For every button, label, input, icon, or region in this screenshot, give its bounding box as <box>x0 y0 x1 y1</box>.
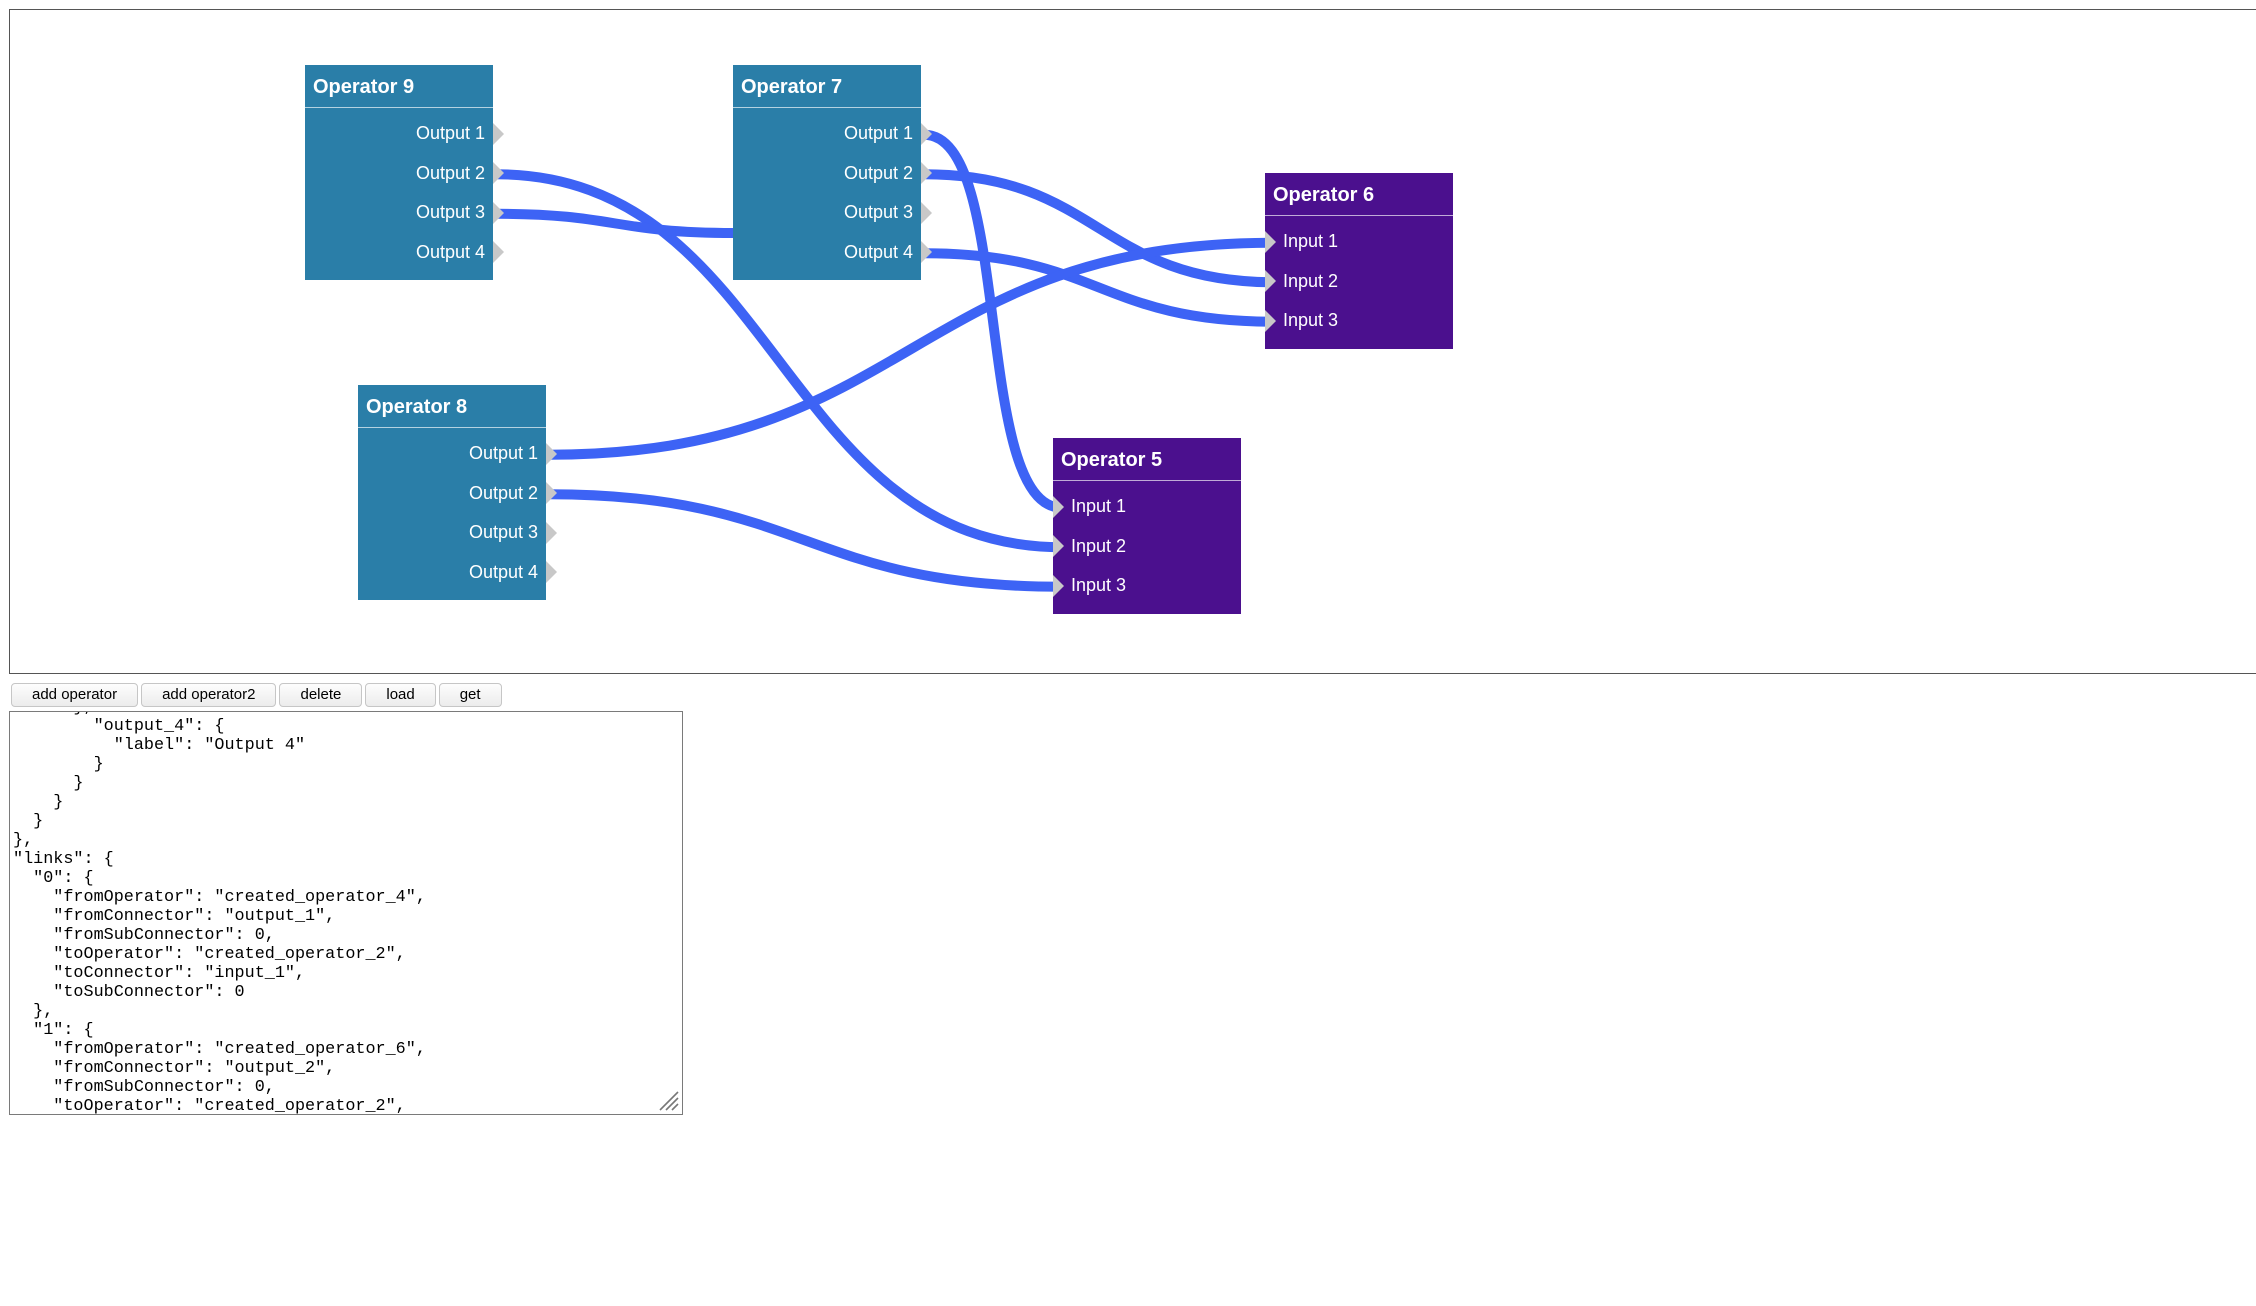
connector-label: Output 1 <box>843 123 913 143</box>
connector-arrow-icon[interactable] <box>493 162 504 185</box>
connector-label: Output 4 <box>415 241 485 262</box>
output-connector-2[interactable]: Output 2 <box>305 154 504 194</box>
connector-arrow-icon[interactable] <box>546 561 557 584</box>
output-connector-1[interactable]: Output 1 <box>733 114 932 154</box>
connector-label: Input 3 <box>1071 575 1127 595</box>
link-2[interactable] <box>923 129 1063 513</box>
input-connector-3[interactable]: Input 3 <box>1053 566 1241 606</box>
delete-button[interactable]: delete <box>279 683 363 707</box>
connector-arrow-icon[interactable] <box>1265 230 1276 253</box>
output-connector-3[interactable]: Output 3 <box>733 193 932 233</box>
connector-label: Input 1 <box>1071 496 1127 516</box>
connector-arrow-icon[interactable] <box>546 442 557 465</box>
link-3[interactable] <box>923 169 1275 288</box>
operator-op6[interactable]: Operator 6 Input 1 Input 2 Input 3 <box>1265 173 1453 349</box>
json-text: }, "output_4": { "label": "Output 4" } }… <box>13 712 426 1115</box>
inputs-list: Input 1 Input 2 Input 3 <box>1053 481 1241 606</box>
resize-grip-icon[interactable] <box>656 1088 680 1112</box>
output-connector-4[interactable]: Output 4 <box>305 233 504 273</box>
link-6[interactable] <box>548 489 1063 592</box>
load-button[interactable]: load <box>365 683 436 707</box>
connector-label: Output 3 <box>843 202 913 222</box>
link-1[interactable] <box>495 208 735 238</box>
operator-footer <box>1053 606 1241 614</box>
output-connector-2[interactable]: Output 2 <box>733 154 932 194</box>
json-textarea[interactable]: }, "output_4": { "label": "Output 4" } }… <box>9 711 683 1115</box>
connector-arrow-icon[interactable] <box>1053 495 1064 518</box>
operator-title[interactable]: Operator 7 <box>733 65 921 108</box>
input-connector-3[interactable]: Input 3 <box>1265 301 1453 341</box>
output-connector-3[interactable]: Output 3 <box>358 513 557 553</box>
outputs-list: Output 1 Output 2 Output 3 Output 4 <box>305 108 504 273</box>
links-layer <box>495 129 1275 592</box>
output-connector-2[interactable]: Output 2 <box>358 474 557 514</box>
connector-label: Output 4 <box>843 241 913 262</box>
link-5[interactable] <box>548 237 1275 460</box>
connector-arrow-icon[interactable] <box>921 162 932 185</box>
connector-label: Output 1 <box>415 123 485 143</box>
connector-arrow-icon[interactable] <box>1053 535 1064 558</box>
connector-arrow-icon[interactable] <box>546 521 557 544</box>
link-4[interactable] <box>923 248 1275 327</box>
operator-title[interactable]: Operator 5 <box>1053 438 1241 481</box>
output-connector-4[interactable]: Output 4 <box>733 233 932 273</box>
connector-arrow-icon[interactable] <box>921 241 932 264</box>
output-connector-1[interactable]: Output 1 <box>305 114 504 154</box>
add-operator2-button[interactable]: add operator2 <box>141 683 277 707</box>
operator-footer <box>358 592 546 600</box>
connector-label: Output 3 <box>468 522 538 542</box>
operator-footer <box>733 272 921 280</box>
connector-label: Input 2 <box>1283 270 1339 291</box>
connector-label: Output 4 <box>468 561 538 582</box>
inputs-list: Input 1 Input 2 Input 3 <box>1265 216 1453 341</box>
operator-title[interactable]: Operator 8 <box>358 385 546 428</box>
connector-arrow-icon[interactable] <box>1265 309 1276 332</box>
output-connector-3[interactable]: Output 3 <box>305 193 504 233</box>
connector-label: Output 3 <box>415 202 485 222</box>
get-button[interactable]: get <box>438 683 502 707</box>
input-connector-2[interactable]: Input 2 <box>1053 527 1241 567</box>
connector-arrow-icon[interactable] <box>1053 574 1064 597</box>
output-connector-4[interactable]: Output 4 <box>358 553 557 593</box>
input-connector-2[interactable]: Input 2 <box>1265 262 1453 302</box>
connector-arrow-icon[interactable] <box>1265 270 1276 293</box>
input-connector-1[interactable]: Input 1 <box>1053 487 1241 527</box>
connector-arrow-icon[interactable] <box>493 201 504 224</box>
connector-label: Output 2 <box>468 482 538 503</box>
outputs-list: Output 1 Output 2 Output 3 Output 4 <box>358 428 557 593</box>
operator-footer <box>1265 341 1453 349</box>
operator-title[interactable]: Operator 9 <box>305 65 493 108</box>
operator-footer <box>305 272 493 280</box>
input-connector-1[interactable]: Input 1 <box>1265 222 1453 262</box>
connector-label: Output 2 <box>843 162 913 183</box>
connector-label: Input 3 <box>1283 310 1339 330</box>
connector-label: Input 2 <box>1071 535 1127 556</box>
add-operator-button[interactable]: add operator <box>11 683 139 707</box>
connector-arrow-icon[interactable] <box>493 241 504 264</box>
output-connector-1[interactable]: Output 1 <box>358 434 557 474</box>
connector-label: Input 1 <box>1283 231 1339 251</box>
connector-arrow-icon[interactable] <box>921 201 932 224</box>
operator-title[interactable]: Operator 6 <box>1265 173 1453 216</box>
connector-label: Output 2 <box>415 162 485 183</box>
connector-label: Output 1 <box>468 443 538 463</box>
connector-arrow-icon[interactable] <box>921 122 932 145</box>
connector-arrow-icon[interactable] <box>546 482 557 505</box>
operator-op5[interactable]: Operator 5 Input 1 Input 2 Input 3 <box>1053 438 1241 614</box>
outputs-list: Output 1 Output 2 Output 3 Output 4 <box>733 108 932 273</box>
link-0[interactable] <box>495 169 1063 553</box>
connector-arrow-icon[interactable] <box>493 122 504 145</box>
